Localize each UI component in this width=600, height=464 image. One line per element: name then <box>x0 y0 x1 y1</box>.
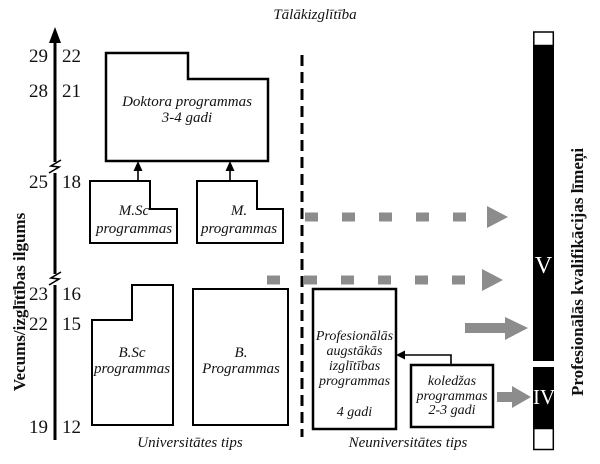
bsc-box-label: B.Sc programmas <box>86 345 178 377</box>
tick-years-15: 15 <box>62 314 81 335</box>
koledzas-to-profesionalas-arrow-line <box>403 354 452 366</box>
tick-age-22: 22 <box>29 314 48 335</box>
bsc-box <box>91 284 174 426</box>
tick-age-23: 23 <box>29 284 48 305</box>
profesionalas-level-arrow-body <box>465 323 507 333</box>
bsc-line1: B.Sc <box>118 345 146 361</box>
profesionalas-box-label: Profesionālās augstākās izglītības progr… <box>314 329 395 420</box>
profesionalas-line2: augstākās <box>326 344 383 359</box>
axis-break-upper-icon <box>48 159 62 174</box>
axis-break-mask-upper <box>47 162 63 173</box>
tick-years-21: 21 <box>62 81 81 102</box>
axis-tick-23-16: 23 16 <box>18 284 92 306</box>
tick-age-29: 29 <box>29 46 48 67</box>
koledzas-line2: programmas <box>416 388 488 404</box>
doktora-box <box>104 51 270 163</box>
tick-age-19: 19 <box>29 417 48 438</box>
b-box-label: B. Programmas <box>195 345 287 377</box>
axis-tick-29-22: 29 22 <box>18 46 92 68</box>
profesionalas-line1: Profesionālās <box>315 329 394 344</box>
profesionalas-line4: programmas <box>318 374 391 389</box>
koledzas-line1: koledžas <box>427 374 477 389</box>
qualification-bar-label: Profesionālās kvalifikācijas līmeņi <box>568 147 587 397</box>
doktora-box-label: Doktora programmas 3-4 gadi <box>107 94 267 126</box>
axis-tick-19-12: 19 12 <box>18 417 92 439</box>
koledzas-box <box>409 363 495 429</box>
nonuniversity-sector-label: Neuniversitātes tips <box>348 435 468 451</box>
koledzas-to-profesionalas-arrowhead-icon <box>396 350 405 360</box>
bsc-line2: programmas <box>93 361 171 377</box>
qualification-bar-level-v-segment <box>533 45 554 361</box>
msc-box-label: M.Sc programmas <box>88 202 180 238</box>
axis-break-mask-lower <box>47 274 63 285</box>
m-to-doktora-arrowhead-icon <box>225 161 235 171</box>
profesionalas-duration: 4 gadi <box>336 405 373 420</box>
b-box <box>192 288 289 426</box>
tick-years-18: 18 <box>62 172 81 193</box>
qualification-bar-level-iv-segment <box>533 367 554 428</box>
koledzas-box-label: koledžas programmas 2-3 gadi <box>412 374 492 419</box>
b-line2: Programmas <box>202 361 280 377</box>
profesionalas-level-arrowhead-icon <box>505 317 528 340</box>
age-axis-arrowhead-icon <box>49 27 61 43</box>
tick-age-25: 25 <box>29 172 48 193</box>
doktora-line1: Doktora programmas <box>122 94 252 110</box>
upper-dashed-gray-arrowhead-icon <box>487 206 508 228</box>
profesionalas-line3: izglītības <box>328 359 381 374</box>
level-v-label: V <box>534 253 553 279</box>
msc-to-doktora-arrowhead-icon <box>133 161 143 171</box>
msc-box <box>89 180 178 244</box>
m-box <box>196 180 284 244</box>
koledzas-level-arrowhead-icon <box>512 386 531 408</box>
koledzas-duration: 2-3 gadi <box>428 403 476 418</box>
doktora-line2: 3-4 gadi <box>161 110 213 126</box>
qualification-bar-top-white-segment <box>533 31 555 47</box>
msc-line1: M.Sc <box>118 203 150 219</box>
university-sector-label: Universitātes tips <box>137 435 243 451</box>
axis-tick-25-18: 25 18 <box>18 172 92 194</box>
lower-dashed-gray-arrowhead-icon <box>482 269 503 291</box>
m-line1: M. <box>230 203 248 219</box>
diagram-title: Tālākizglītība <box>273 7 357 23</box>
qualification-bar-bottom-white-segment <box>533 427 555 451</box>
tick-years-12: 12 <box>62 417 81 438</box>
msc-line2: programmas <box>95 221 173 237</box>
tick-years-16: 16 <box>62 284 81 305</box>
b-line1: B. <box>234 345 248 361</box>
age-axis-label: Vecums/izglītības ilgums <box>10 212 29 392</box>
level-iv-label: IV <box>533 385 556 409</box>
axis-tick-22-15: 22 15 <box>18 314 92 336</box>
tick-age-28: 28 <box>29 81 48 102</box>
m-box-label: M. programmas <box>193 202 285 238</box>
axis-tick-28-21: 28 21 <box>18 81 92 103</box>
koledzas-level-arrow-body <box>497 392 514 402</box>
axis-break-lower-icon <box>48 271 62 286</box>
tick-years-22: 22 <box>62 46 81 67</box>
profesionalas-box <box>311 287 398 431</box>
m-line2: programmas <box>200 221 278 237</box>
